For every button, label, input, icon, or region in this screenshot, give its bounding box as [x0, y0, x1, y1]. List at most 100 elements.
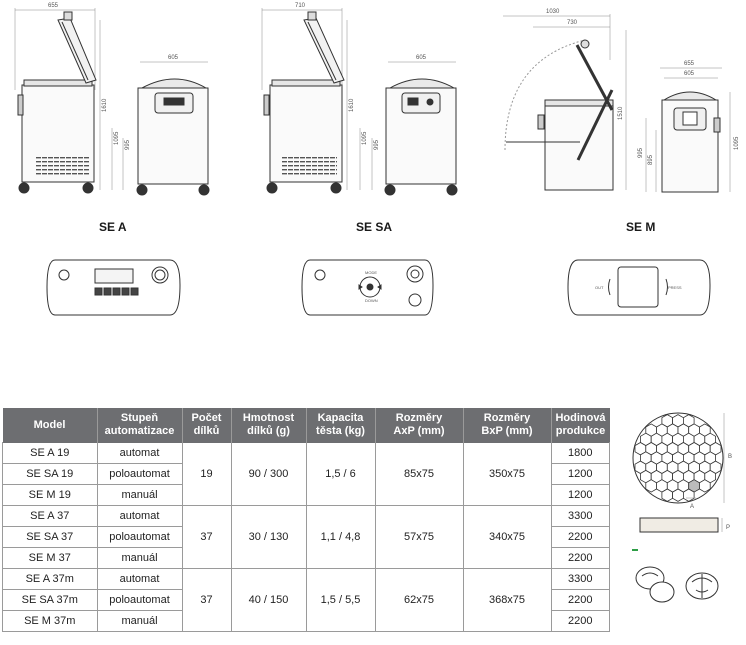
- cell-automation: poloautomat: [96, 526, 183, 548]
- cell-axp: 85x75: [374, 442, 464, 506]
- cell-automation: poloautomat: [96, 589, 183, 611]
- hex-grid: [634, 414, 722, 502]
- cell-weight: 30 / 130: [230, 505, 307, 569]
- se-a-dim-width: 655: [48, 3, 59, 9]
- cell-automation: manuál: [96, 484, 183, 506]
- control-panels: MODE DOWN OUT PRESS: [46, 259, 711, 316]
- se-a-side-view: [14, 8, 124, 194]
- hex-cell: [699, 479, 711, 493]
- se-m-dim-front-width-2: 605: [684, 71, 695, 77]
- cell-automation: manuál: [96, 547, 183, 569]
- cell-model: SE SA 37: [2, 526, 98, 548]
- hex-cell: [645, 479, 657, 493]
- cell-production: 3300: [550, 505, 610, 527]
- se-a-dim-height-open: 1610: [102, 98, 108, 112]
- se-sa-side-view: [261, 8, 373, 194]
- col-count: Počet dílků: [182, 408, 232, 443]
- cell-bxp: 340x75: [462, 505, 552, 569]
- cell-model: SE M 37: [2, 547, 98, 569]
- dim-label-p: P: [726, 525, 730, 531]
- cell-production: 1200: [550, 484, 610, 506]
- cell-bxp: 350x75: [462, 442, 552, 506]
- col-automation-label: Stupeň automatizace: [104, 412, 175, 437]
- cell-model: SE SA 37m: [2, 589, 98, 611]
- cell-model: SE A 37: [2, 505, 98, 527]
- cell-production: 1800: [550, 442, 610, 464]
- se-m-dim-height-table: 995: [638, 147, 644, 158]
- se-m-dim-height-open: 1510: [618, 106, 624, 120]
- se-sa-front-view: [384, 61, 458, 196]
- cell-axp: 62x75: [374, 568, 464, 632]
- table-row: SE A 37 automat 37 30 / 130 1,1 / 4,8 57…: [2, 505, 610, 569]
- col-production-label: Hodinová produkce: [555, 412, 606, 437]
- se-sa-control-panel: [301, 259, 434, 316]
- col-automation: Stupeň automatizace: [97, 408, 183, 443]
- hex-cell: [661, 488, 673, 502]
- dim-label-b: B: [728, 454, 732, 460]
- se-m-dim-height-low: 895: [648, 154, 654, 165]
- label-se-a: SE A: [99, 220, 127, 234]
- hex-cell: [672, 488, 684, 502]
- cell-model: SE A 19: [2, 442, 98, 464]
- se-m-side-view: [503, 14, 627, 191]
- cell-automation: manuál: [96, 610, 183, 632]
- se-sa-down-label: DOWN: [365, 298, 378, 303]
- dough-plate-diagram: [639, 517, 723, 533]
- se-m-front-view: [645, 67, 731, 193]
- cell-production: 2200: [550, 526, 610, 548]
- table-header-row: Model Stupeň automatizace Počet dílků Hm…: [2, 408, 610, 443]
- table-row: SE A 37m automat 37 40 / 150 1,5 / 5,5 6…: [2, 568, 610, 632]
- se-m-out-label: OUT: [595, 285, 604, 290]
- se-a-control-panel: [46, 259, 181, 316]
- portion-diagrams: B A P: [632, 412, 732, 603]
- cell-automation: automat: [96, 568, 183, 590]
- table-row: SE SA 37m poloautomat 2200: [2, 589, 610, 611]
- cell-model: SE M 19: [2, 484, 98, 506]
- cell-automation: automat: [96, 442, 183, 464]
- cell-axp: 57x75: [374, 505, 464, 569]
- se-a-dim-height-closed: 1095: [114, 131, 120, 145]
- se-a-front-view: [136, 61, 210, 196]
- se-sa-dim-height-table: 995: [374, 139, 380, 150]
- label-se-m: SE M: [626, 220, 656, 234]
- cell-model: SE M 37m: [2, 610, 98, 632]
- table-row: SE A 19 automat 19 90 / 300 1,5 / 6 85x7…: [2, 442, 610, 506]
- cell-production: 1200: [550, 463, 610, 485]
- cell-capacity: 1,5 / 6: [305, 442, 376, 506]
- green-marker: [632, 549, 638, 551]
- bread-rolls-icon: [635, 566, 719, 603]
- dim-label-a: A: [690, 504, 694, 510]
- cell-count: 37: [181, 505, 232, 569]
- se-sa-mode-label: MODE: [365, 270, 377, 275]
- se-a-dim-height-table: 995: [125, 139, 131, 150]
- col-count-label: Počet dílků: [191, 412, 222, 437]
- col-axp: Rozměry AxP (mm): [375, 408, 464, 443]
- label-se-sa: SE SA: [356, 220, 393, 234]
- table-row: SE M 37m manuál 2200: [2, 610, 610, 632]
- se-sa-dim-width: 710: [295, 3, 306, 9]
- col-capacity: Kapacita těsta (kg): [306, 408, 376, 443]
- se-m-press-label: PRESS: [668, 285, 682, 290]
- cell-capacity: 1,5 / 5,5: [305, 568, 376, 632]
- cell-count: 19: [181, 442, 232, 506]
- cell-production: 2200: [550, 589, 610, 611]
- se-m-dim-total-width: 1030: [546, 9, 560, 15]
- col-axp-label: Rozměry AxP (mm): [393, 412, 445, 437]
- se-m-dim-front-width-1: 655: [684, 61, 695, 67]
- cell-production: 3300: [550, 568, 610, 590]
- table-row: SE SA 19 poloautomat 1200: [2, 463, 610, 485]
- col-model: Model: [2, 408, 98, 443]
- se-m-dim-mid-width: 730: [567, 20, 578, 26]
- cell-weight: 40 / 150: [230, 568, 307, 632]
- col-capacity-label: Kapacita těsta (kg): [316, 412, 365, 437]
- table-row: SE M 37 manuál 2200: [2, 547, 610, 569]
- col-bxp-label: Rozměry BxP (mm): [481, 412, 533, 437]
- cell-automation: automat: [96, 505, 183, 527]
- col-bxp: Rozměry BxP (mm): [463, 408, 552, 443]
- col-weight: Hmotnost dílků (g): [231, 408, 307, 443]
- cell-production: 2200: [550, 547, 610, 569]
- col-weight-label: Hmotnost dílků (g): [242, 412, 295, 437]
- col-model-label: Model: [33, 418, 66, 431]
- se-a-dim-front-width: 605: [168, 55, 179, 61]
- cell-bxp: 368x75: [462, 568, 552, 632]
